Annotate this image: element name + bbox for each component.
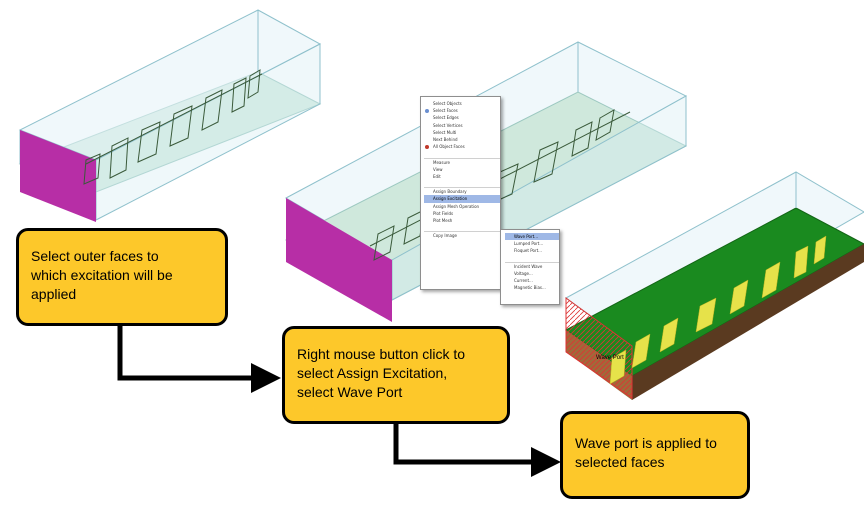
menu-item-next-behind[interactable]: Next Behind <box>433 136 458 142</box>
check-icon <box>425 108 429 113</box>
submenu-item-current[interactable]: Current... <box>514 278 533 284</box>
model-3-result <box>565 171 864 400</box>
submenu-item-lumped-port[interactable]: Lumped Port... <box>514 241 544 247</box>
menu-item-edit[interactable]: Edit <box>433 173 441 179</box>
menu-item-disabled <box>424 150 500 159</box>
menu-item-select-multi[interactable]: Select Multi <box>433 129 457 135</box>
faces-icon <box>425 144 429 149</box>
callout-step-2: Right mouse button click to select Assig… <box>282 326 510 424</box>
menu-item-select-objects[interactable]: Select Objects <box>433 101 462 106</box>
menu-item-all-object-faces[interactable]: All Object Faces <box>424 143 500 150</box>
menu-item-measure[interactable]: Measure <box>433 159 450 165</box>
microstrip-elements <box>83 69 263 185</box>
menu-item-plot-fields[interactable]: Plot Fields <box>433 210 454 216</box>
menu-item-disabled-3 <box>424 224 500 233</box>
menu-item-view[interactable]: View <box>433 166 443 172</box>
submenu-separator <box>505 255 559 263</box>
menu-item-disabled-2 <box>424 180 500 189</box>
context-menu: Select Objects Select Faces Select Edges… <box>420 96 501 290</box>
arrow-step2-to-step3 <box>393 424 561 477</box>
flow-arrows <box>117 326 561 477</box>
submenu-item-voltage[interactable]: Voltage... <box>514 270 533 276</box>
submenu-item-floquet-port[interactable]: Floquet Port... <box>514 248 542 254</box>
menu-item-plot-mesh[interactable]: Plot Mesh <box>433 218 453 223</box>
substrate-side <box>632 244 864 400</box>
microstrip-elements <box>609 235 827 385</box>
model-1-initial <box>18 9 322 222</box>
port-face <box>20 130 96 222</box>
arrow-step1-to-step2 <box>117 326 281 393</box>
submenu-item-magnetic-bias[interactable]: Magnetic Bias... <box>514 285 546 291</box>
menu-item-select-vertices[interactable]: Select Vertices <box>433 122 463 128</box>
callout-step-1: Select outer faces to which excitation w… <box>16 228 228 326</box>
menu-item-copy-image[interactable]: Copy Image <box>433 233 457 239</box>
menu-item-assign-mesh-operation[interactable]: Assign Mesh Operation <box>433 203 480 209</box>
submenu-item-wave-port[interactable]: Wave Port... <box>505 233 559 241</box>
menu-item-select-edges[interactable]: Select Edges <box>433 115 459 121</box>
callout-step-3: Wave port is applied to selected faces <box>560 411 750 499</box>
submenu-item-incident-wave[interactable]: Incident Wave <box>514 263 543 269</box>
wave-port-label: Wave Port <box>596 355 624 361</box>
menu-item-assign-excitation[interactable]: Assign Excitation <box>424 195 500 203</box>
menu-item-assign-boundary[interactable]: Assign Boundary <box>433 189 467 195</box>
port-face <box>286 198 392 322</box>
excitation-submenu: Wave Port... Lumped Port... Floquet Port… <box>500 229 560 305</box>
menu-item-select-faces[interactable]: Select Faces <box>424 107 500 114</box>
